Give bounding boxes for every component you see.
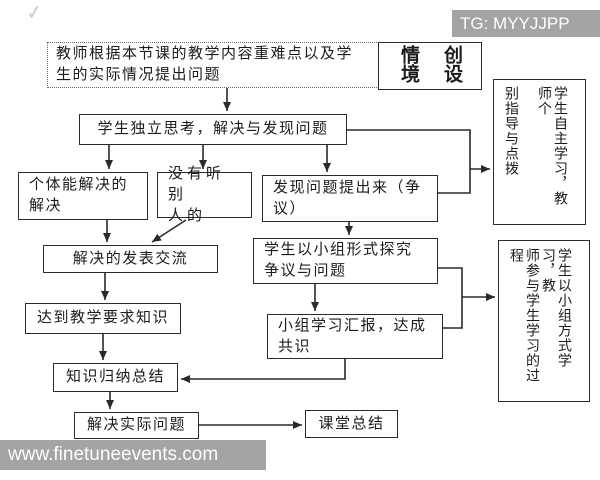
node-individual-solve: 个体能解决的 解决	[18, 172, 148, 220]
node-solve-practical: 解决实际问题	[74, 412, 199, 439]
group-study-col-left: 师参与学生学习的过程	[508, 248, 539, 383]
group-study-col-right: 学生以小组方式学习，教	[540, 248, 571, 368]
node-meet-requirement-label: 达到教学要求知识	[36, 310, 169, 326]
stray-check-mark: ✓	[24, 0, 45, 26]
node-no-listen-line1: 没有听别	[168, 165, 226, 203]
self-study-col-right: 学生自主学习，教师个	[536, 86, 567, 206]
node-situation-creation: 情境 创设	[378, 42, 482, 90]
node-no-listen-line2: 人的	[168, 207, 207, 224]
situation-col-1: 情境	[398, 45, 419, 83]
node-raise-problem: 发现问题提出来（争 议）	[262, 175, 438, 222]
node-teacher-question-line1: 教师根据本节课的教学内容重难点以及学	[56, 46, 354, 62]
watermark-top: TG: MYYJJPP	[452, 10, 600, 37]
node-raise-problem-line1: 发现问题提出来（争	[273, 179, 422, 196]
node-knowledge-summary-label: 知识归纳总结	[65, 369, 165, 385]
situation-col-2: 创设	[441, 45, 462, 83]
node-individual-solve-line2: 解决	[29, 198, 63, 214]
node-share-exchange-label: 解决的发表交流	[72, 250, 189, 267]
node-group-report-line1: 小组学习汇报，达成	[278, 317, 427, 334]
node-group-report: 小组学习汇报，达成 共识	[267, 314, 443, 359]
node-knowledge-summary: 知识归纳总结	[53, 363, 178, 392]
node-group-explore: 学生以小组形式探究 争议与问题	[253, 238, 438, 284]
node-teacher-question: 教师根据本节课的教学内容重难点以及学 生的实际情况提出问题	[47, 42, 383, 88]
watermark-top-text: TG: MYYJJPP	[460, 13, 570, 33]
node-raise-problem-line2: 议）	[273, 200, 307, 217]
node-no-listen: 没有听别 人的	[157, 166, 252, 224]
self-study-col-left: 别指导与点拨	[503, 86, 518, 176]
node-individual-solve-line1: 个体能解决的	[29, 177, 129, 193]
node-class-summary-label: 课堂总结	[318, 415, 385, 432]
node-self-study-side-note: 别指导与点拨 学生自主学习，教师个	[493, 79, 586, 225]
node-solve-practical-label: 解决实际问题	[86, 417, 186, 433]
node-class-summary: 课堂总结	[305, 410, 398, 438]
node-independent-thinking-label: 学生独立思考，解决与发现问题	[97, 121, 329, 137]
node-group-explore-line1: 学生以小组形式探究	[264, 242, 413, 258]
node-independent-thinking: 学生独立思考，解决与发现问题	[79, 114, 347, 145]
watermark-bottom: www.finetuneevents.com	[0, 440, 266, 470]
node-teacher-question-line2: 生的实际情况提出问题	[56, 67, 222, 83]
node-group-study-side-note: 师参与学生学习的过程 学生以小组方式学习，教	[498, 240, 590, 402]
node-group-report-line2: 共识	[278, 338, 312, 355]
node-meet-requirement: 达到教学要求知识	[25, 303, 181, 334]
watermark-bottom-text: www.finetuneevents.com	[8, 444, 219, 465]
node-share-exchange: 解决的发表交流	[43, 245, 218, 273]
node-group-explore-line2: 争议与问题	[264, 263, 347, 279]
